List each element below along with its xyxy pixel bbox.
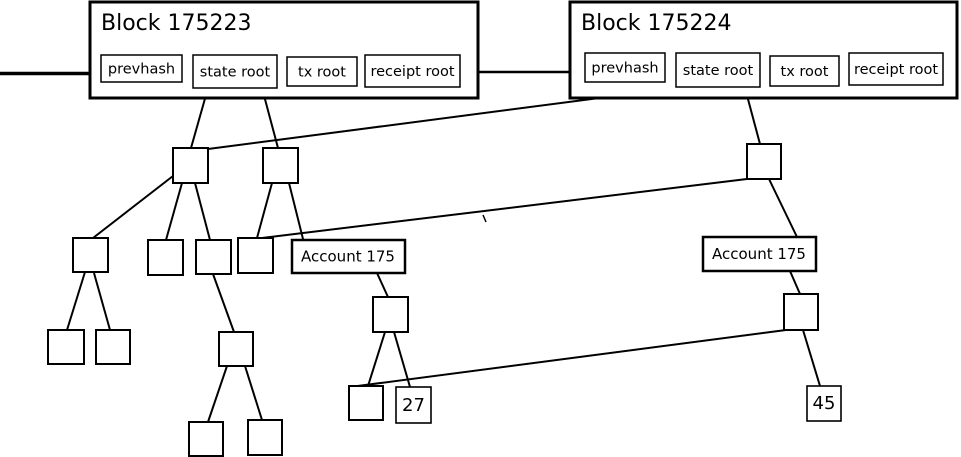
edge-branchright-account-old <box>288 182 304 240</box>
account-175-old-box <box>290 238 407 275</box>
block2-receiptroot-box <box>848 52 944 86</box>
new-root-node <box>746 143 782 180</box>
edge-branchleft-node3 <box>194 182 211 241</box>
block2-txroot-box <box>769 55 840 87</box>
edge-node5-leaf4 <box>244 365 263 421</box>
edge-node3-node5 <box>212 273 235 333</box>
block1-prevhash-label: prevhash <box>108 62 175 78</box>
old-node-1 <box>72 237 109 273</box>
old-leaf-2 <box>95 329 131 365</box>
block1-title: Block 175223 <box>101 11 251 36</box>
account-175-new-label: Account 175 <box>712 245 806 263</box>
edge-newroot-shared-node4 <box>261 178 748 239</box>
edge-subnode-value27 <box>393 331 411 388</box>
old-account-subtree-node <box>372 296 409 333</box>
value-27-label: 27 <box>402 395 425 416</box>
stray-mark <box>482 214 487 223</box>
old-node-5 <box>218 331 254 367</box>
value-27-leaf-box <box>395 386 432 424</box>
value-45-label: 45 <box>813 393 836 414</box>
block2-stateroot-box <box>675 52 761 88</box>
block1-txroot-label: tx root <box>298 65 346 81</box>
old-account-sibling-leaf <box>348 385 384 421</box>
account-175-old-label: Account 175 <box>301 248 395 266</box>
edge-newroot-account-new <box>768 178 798 238</box>
old-node-2 <box>147 239 184 276</box>
new-account-subtree-node <box>783 293 819 331</box>
edge-accountnew-subnode <box>789 270 801 295</box>
edge-branchright-node4 <box>256 182 273 239</box>
edge-subnode-sibling <box>367 331 386 387</box>
old-branch-right-node <box>262 147 299 184</box>
block2-stateroot-label: state root <box>683 63 754 79</box>
block1-prevhash-box <box>100 54 183 83</box>
edge-newsubnode-value45 <box>802 329 821 387</box>
block2-prevhash-label: prevhash <box>591 61 658 77</box>
block2-prevhash-box <box>584 52 666 83</box>
old-node-3 <box>195 239 232 275</box>
old-leaf-3 <box>188 421 224 457</box>
account-175-new-box <box>701 235 818 273</box>
edge-node5-leaf3 <box>207 365 228 423</box>
edge-node1-leaf1 <box>66 271 86 331</box>
old-leaf-4 <box>247 419 283 456</box>
block1-txroot-box <box>286 56 358 87</box>
edge-node1-leaf2 <box>93 272 111 331</box>
block2-receiptroot-label: receipt root <box>854 62 938 78</box>
block1-stateroot-label: state root <box>200 65 271 81</box>
block2-txroot-label: tx root <box>781 64 829 80</box>
block2-title: Block 175224 <box>581 11 731 36</box>
value-45-leaf-box <box>806 385 842 422</box>
old-node-4 <box>237 237 274 274</box>
edge-branchleft-node1 <box>92 175 174 239</box>
edge-newsubnode-shared-sibling <box>349 329 787 388</box>
block1-receiptroot-box <box>364 54 461 88</box>
edge-branchleft-node2 <box>165 182 183 241</box>
old-branch-left-node <box>172 147 209 184</box>
block1-receiptroot-label: receipt root <box>370 64 454 80</box>
block1-stateroot-box <box>192 54 278 89</box>
edge-accountold-subnode <box>376 272 389 298</box>
old-leaf-1 <box>47 329 85 365</box>
